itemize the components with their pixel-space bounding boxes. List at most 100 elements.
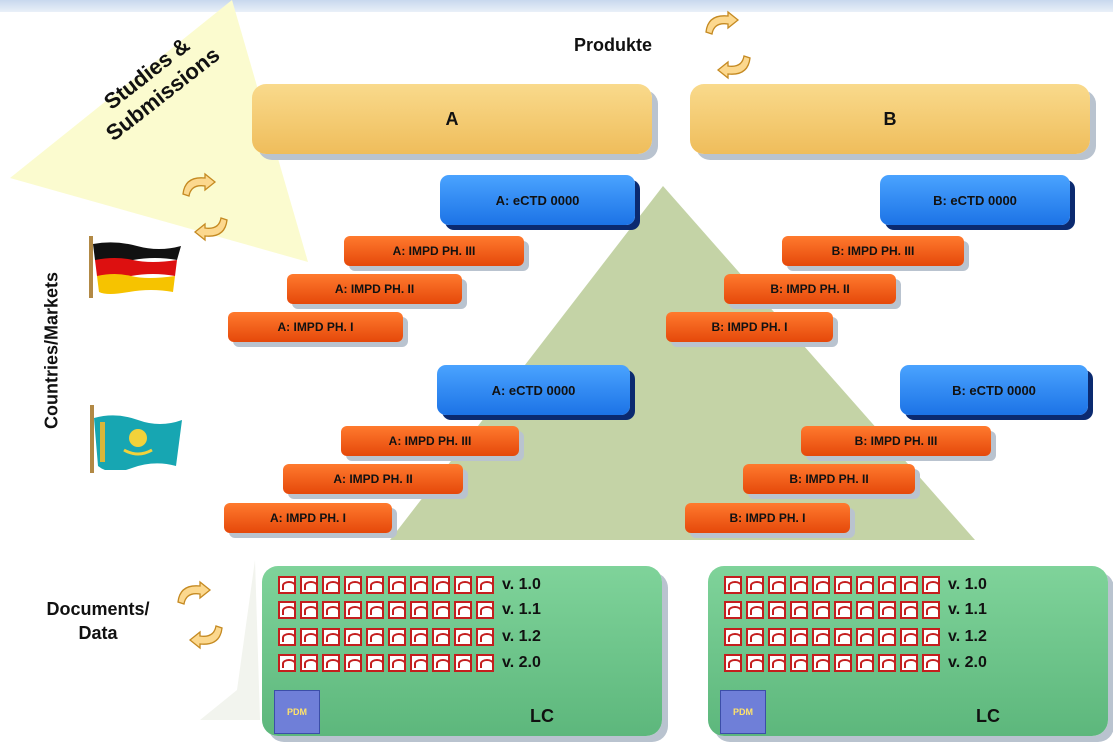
pdf-document-icon <box>432 628 450 646</box>
pdf-document-icon <box>300 576 318 594</box>
pdf-document-icon <box>300 628 318 646</box>
version-row: v. 1.1 <box>278 601 541 619</box>
pdf-document-icon <box>410 576 428 594</box>
pdf-document-icon <box>746 628 764 646</box>
pdf-document-icon <box>410 628 428 646</box>
version-row: v. 1.0 <box>278 576 541 594</box>
pdf-document-icon <box>724 576 742 594</box>
pdf-document-icon <box>878 628 896 646</box>
version-row: v. 1.1 <box>724 601 987 619</box>
pdf-document-icon <box>388 628 406 646</box>
eu-stars-icon: PDM <box>274 690 320 734</box>
cycle-arrows-icon <box>705 10 751 80</box>
pdf-document-icon <box>476 654 494 672</box>
pdf-document-icon <box>388 576 406 594</box>
pdf-document-icon <box>410 601 428 619</box>
version-label: v. 2.0 <box>502 654 541 671</box>
pdf-document-icon <box>432 601 450 619</box>
pdf-document-icon <box>900 576 918 594</box>
pdf-document-icon <box>790 601 808 619</box>
version-row: v. 2.0 <box>724 654 987 672</box>
pdf-document-icon <box>878 576 896 594</box>
cycle-arrows-icon <box>182 172 228 242</box>
product-b-bar: B <box>690 84 1090 154</box>
kz-b-impd-ph3: B: IMPD PH. III <box>801 426 991 456</box>
pdf-document-icon <box>724 601 742 619</box>
pdf-document-icon <box>900 654 918 672</box>
pdf-document-icon <box>432 576 450 594</box>
pdf-document-icon <box>856 601 874 619</box>
version-row: v. 1.0 <box>724 576 987 594</box>
version-row: v. 1.2 <box>724 628 987 646</box>
kz-a-ectd-box: A: eCTD 0000 <box>437 365 630 415</box>
pdf-document-icon <box>922 628 940 646</box>
documents-data-label: Documents/ Data <box>38 597 158 645</box>
lc-label: LC <box>976 706 1000 726</box>
pdf-document-icon <box>856 576 874 594</box>
pyramid-shadow <box>200 560 260 720</box>
pdf-document-icon <box>322 601 340 619</box>
pdf-document-icon <box>834 601 852 619</box>
pdf-document-icon <box>410 654 428 672</box>
pdf-document-icon <box>812 601 830 619</box>
germany-flag-icon <box>93 242 181 294</box>
pdf-document-icon <box>278 576 296 594</box>
de-a-impd-ph3: A: IMPD PH. III <box>344 236 524 266</box>
version-label: v. 1.1 <box>502 601 541 618</box>
pdf-document-icon <box>768 628 786 646</box>
pdf-document-icon <box>344 601 362 619</box>
pdf-document-icon <box>366 628 384 646</box>
pdf-document-icon <box>278 601 296 619</box>
de-a-impd-ph2: A: IMPD PH. II <box>287 274 462 304</box>
eu-stars-icon: PDM <box>720 690 766 734</box>
pdf-document-icon <box>922 654 940 672</box>
pdf-document-icon <box>454 628 472 646</box>
de-b-impd-ph2: B: IMPD PH. II <box>724 274 896 304</box>
de-a-ectd-box: A: eCTD 0000 <box>440 175 635 225</box>
version-label: v. 1.2 <box>948 628 987 645</box>
pdf-document-icon <box>900 601 918 619</box>
pdf-document-icon <box>768 576 786 594</box>
pdf-document-icon <box>388 654 406 672</box>
version-label: v. 1.0 <box>948 576 987 593</box>
pdf-document-icon <box>366 654 384 672</box>
kz-b-impd-ph1: B: IMPD PH. I <box>685 503 850 533</box>
pdf-document-icon <box>366 601 384 619</box>
pdf-document-icon <box>388 601 406 619</box>
de-b-ectd-box: B: eCTD 0000 <box>880 175 1070 225</box>
pdf-document-icon <box>300 654 318 672</box>
pdf-document-icon <box>322 576 340 594</box>
version-label: v. 1.0 <box>502 576 541 593</box>
pdf-document-icon <box>812 628 830 646</box>
lc-label: LC <box>530 706 554 726</box>
pdf-document-icon <box>278 654 296 672</box>
pdf-document-icon <box>790 576 808 594</box>
kz-b-impd-ph2: B: IMPD PH. II <box>743 464 915 494</box>
pdf-document-icon <box>300 601 318 619</box>
pdf-document-icon <box>900 628 918 646</box>
kz-a-impd-ph2: A: IMPD PH. II <box>283 464 463 494</box>
flagpole <box>90 405 94 473</box>
studies-triangle <box>10 0 308 262</box>
pdf-document-icon <box>834 628 852 646</box>
kz-a-impd-ph1: A: IMPD PH. I <box>224 503 392 533</box>
version-label: v. 2.0 <box>948 654 987 671</box>
version-label: v. 1.1 <box>948 601 987 618</box>
documents-box-a: v. 1.0 v. 1.1 v. 1.2 v. 2.0 PDM LC <box>262 566 662 736</box>
documents-box-b: v. 1.0 v. 1.1 v. 1.2 v. 2.0 PDM LC <box>708 566 1108 736</box>
documents-text: Documents/ <box>46 599 150 619</box>
version-row: v. 1.2 <box>278 628 541 646</box>
products-label: Produkte <box>574 35 653 55</box>
pdf-document-icon <box>746 601 764 619</box>
pdf-document-icon <box>724 654 742 672</box>
pdf-document-icon <box>476 576 494 594</box>
pdf-document-icon <box>812 654 830 672</box>
pdf-document-icon <box>366 576 384 594</box>
pdf-document-icon <box>746 576 764 594</box>
countries-markets-label: Countries/Markets <box>41 271 62 430</box>
product-a-bar: A <box>252 84 652 154</box>
kz-b-ectd-box: B: eCTD 0000 <box>900 365 1088 415</box>
kazakhstan-flag-icon <box>94 415 182 470</box>
pdf-document-icon <box>878 654 896 672</box>
pdf-document-icon <box>834 654 852 672</box>
